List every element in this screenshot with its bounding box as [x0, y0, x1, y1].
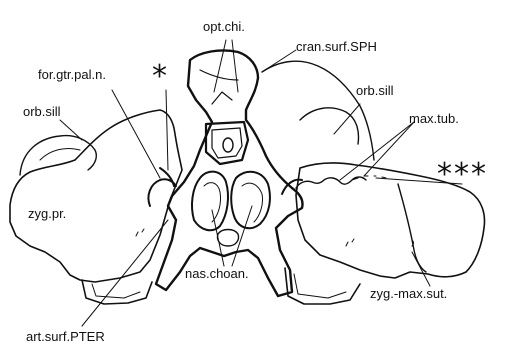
- label-opt-chi: opt.chi.: [203, 20, 245, 33]
- left-orbital-sill-inner: [40, 148, 80, 160]
- left-palatine-foramen: [148, 179, 176, 206]
- label-zyg-pr: zyg.pr.: [28, 207, 66, 220]
- leader-art-surf-pter: [82, 220, 168, 326]
- central-foramen: [223, 138, 233, 152]
- right-upper-wing: [262, 61, 374, 160]
- central-window-inner: [212, 128, 242, 158]
- leader-nas-choan-2: [232, 206, 252, 266]
- label-orb-sill-right: orb.sill: [356, 84, 394, 97]
- optic-groove: [200, 70, 238, 104]
- marker-triple-asterisk: ***: [437, 160, 488, 190]
- vomer-knob: [217, 230, 238, 247]
- palatine-body: [156, 50, 303, 296]
- zyg-max-suture: [398, 184, 426, 272]
- label-orb-sill-left: orb.sill: [23, 105, 61, 118]
- leader-lines: [60, 40, 462, 326]
- left-ventral-flange-inner: [92, 284, 140, 298]
- left-orbital-sill: [20, 136, 96, 175]
- left-choana-inner: [204, 183, 221, 222]
- leader-opt-chi-1: [214, 40, 226, 92]
- leader-nas-choan-1: [212, 210, 224, 266]
- right-choana-inner: [242, 183, 263, 222]
- label-zyg-max-sut: zyg.-max.sut.: [370, 287, 447, 300]
- leader-opt-chi-2: [232, 40, 238, 92]
- right-ventral-flange-inner: [294, 274, 346, 298]
- label-nas-choan: nas.choan.: [185, 267, 249, 280]
- right-choana: [231, 172, 270, 228]
- marker-single-asterisk: *: [152, 62, 167, 92]
- left-zygomatic-outline: [10, 110, 182, 282]
- label-art-surf-pter: art.surf.PTER: [26, 330, 105, 343]
- surface-mark-2: [346, 239, 354, 246]
- leader-max-tub-1: [364, 122, 414, 176]
- right-orbital-sill: [300, 108, 359, 144]
- surface-mark-1: [136, 229, 144, 236]
- label-max-tub: max.tub.: [409, 112, 459, 125]
- left-palatine-notch: [160, 168, 174, 186]
- label-cran-surf-sph: cran.surf.SPH: [296, 40, 377, 53]
- leader-for-gtr-pal-n: [112, 90, 160, 178]
- leader-max-tub-2: [340, 122, 414, 180]
- leader-orb-sill-left: [60, 120, 82, 140]
- leader-zyg-max-sut: [412, 252, 430, 286]
- left-choana: [192, 172, 228, 231]
- leader-asterisk: [166, 90, 168, 170]
- label-for-gtr-pal-n: for.gtr.pal.n.: [38, 68, 106, 81]
